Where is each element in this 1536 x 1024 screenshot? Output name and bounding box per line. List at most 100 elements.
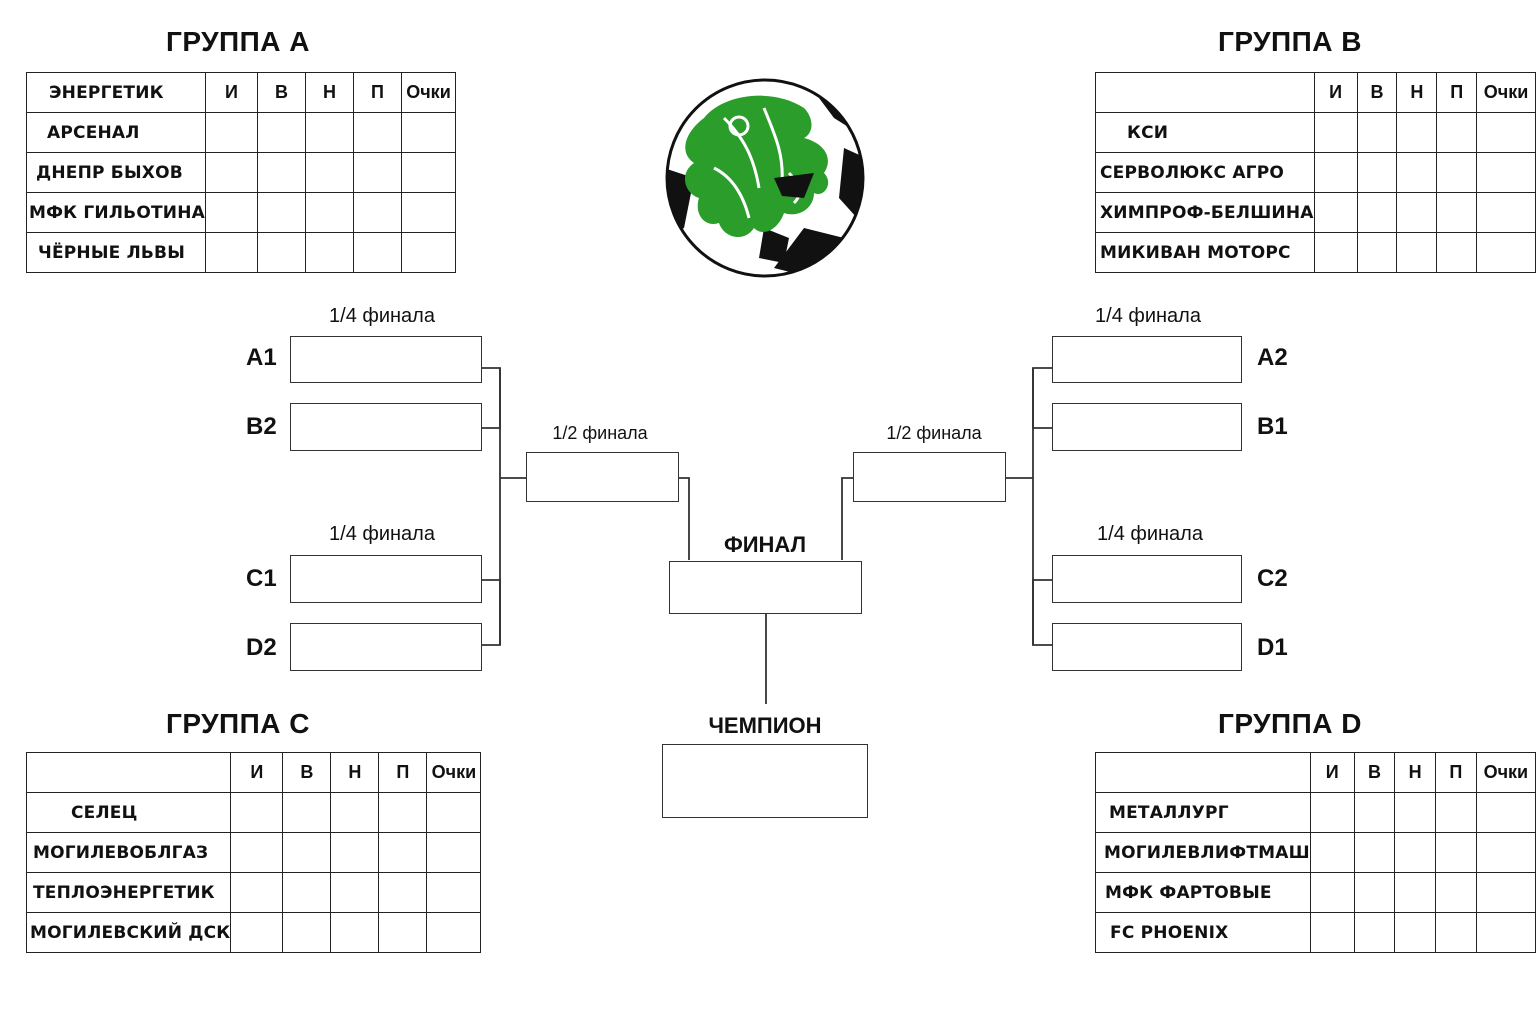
cell[interactable] — [1476, 192, 1536, 233]
cell[interactable] — [330, 792, 380, 833]
cell[interactable] — [1356, 152, 1398, 193]
match-slot-d2[interactable] — [290, 623, 482, 671]
cell[interactable] — [378, 832, 428, 873]
cell[interactable] — [1396, 152, 1438, 193]
cell[interactable] — [1396, 192, 1438, 233]
cell[interactable] — [257, 152, 306, 193]
cell[interactable] — [401, 152, 456, 193]
match-slot-a1[interactable] — [290, 336, 482, 383]
cell[interactable] — [1476, 152, 1536, 193]
cell[interactable] — [378, 912, 428, 953]
cell[interactable] — [1475, 912, 1536, 953]
cell[interactable] — [1394, 912, 1437, 953]
cell[interactable] — [1313, 232, 1358, 273]
cell[interactable] — [353, 232, 402, 273]
cell[interactable] — [1476, 112, 1536, 153]
match-slot-semi-right[interactable] — [853, 452, 1006, 502]
group-c-table: И В Н П Очки СЕЛЕЦ МОГИЛЕВОБЛГАЗ ТЕПЛОЭН… — [25, 752, 482, 953]
match-slot-semi-left[interactable] — [526, 452, 679, 502]
cell[interactable] — [205, 192, 258, 233]
cell[interactable] — [282, 832, 332, 873]
cell[interactable] — [230, 832, 284, 873]
cell[interactable] — [1309, 872, 1355, 913]
cell[interactable] — [1396, 232, 1438, 273]
cell[interactable] — [1313, 152, 1358, 193]
col-losses: П — [378, 752, 428, 793]
cell[interactable] — [257, 232, 306, 273]
cell[interactable] — [1309, 792, 1355, 833]
col-wins: В — [1353, 752, 1396, 793]
cell[interactable] — [1313, 112, 1358, 153]
cell[interactable] — [305, 232, 354, 273]
cell[interactable] — [1353, 832, 1396, 873]
cell[interactable] — [282, 912, 332, 953]
cell[interactable] — [401, 192, 456, 233]
cell[interactable] — [305, 112, 354, 153]
cell[interactable] — [205, 112, 258, 153]
cell[interactable] — [330, 872, 380, 913]
cell[interactable] — [1353, 872, 1396, 913]
cell[interactable] — [330, 832, 380, 873]
cell[interactable] — [1313, 192, 1358, 233]
match-slot-a2[interactable] — [1052, 336, 1242, 383]
cell[interactable] — [257, 192, 306, 233]
cell[interactable] — [1396, 112, 1438, 153]
cell[interactable] — [1435, 792, 1477, 833]
cell[interactable] — [1435, 832, 1477, 873]
cell[interactable] — [353, 152, 402, 193]
cell[interactable] — [282, 872, 332, 913]
cell[interactable] — [426, 912, 482, 953]
cell[interactable] — [1309, 912, 1355, 953]
cell[interactable] — [305, 152, 354, 193]
cell[interactable] — [1435, 912, 1477, 953]
match-slot-c1[interactable] — [290, 555, 482, 603]
cell[interactable] — [1436, 232, 1478, 273]
match-slot-final[interactable] — [669, 561, 862, 614]
cell[interactable] — [230, 792, 284, 833]
cell[interactable] — [1394, 832, 1437, 873]
cell[interactable] — [1475, 832, 1536, 873]
cell[interactable] — [1353, 792, 1396, 833]
cell[interactable] — [1356, 112, 1398, 153]
cell[interactable] — [1353, 912, 1396, 953]
cell[interactable] — [230, 872, 284, 913]
cell[interactable] — [330, 912, 380, 953]
cell[interactable] — [205, 232, 258, 273]
table-row: МОГИЛЕВЛИФТМАШ — [1095, 832, 1536, 873]
cell[interactable] — [426, 832, 482, 873]
cell[interactable] — [353, 112, 402, 153]
cell[interactable] — [1394, 872, 1437, 913]
team-name: МОГИЛЕВЛИФТМАШ — [1095, 832, 1311, 873]
cell[interactable] — [1436, 152, 1478, 193]
cell[interactable] — [205, 152, 258, 193]
cell[interactable] — [401, 232, 456, 273]
match-slot-d1[interactable] — [1052, 623, 1242, 671]
cell[interactable] — [378, 872, 428, 913]
cell[interactable] — [1475, 872, 1536, 913]
cell[interactable] — [1436, 112, 1478, 153]
cell[interactable] — [305, 192, 354, 233]
cell[interactable] — [401, 112, 456, 153]
cell[interactable] — [1394, 792, 1437, 833]
cell[interactable] — [1356, 192, 1398, 233]
cell[interactable] — [353, 192, 402, 233]
cell[interactable] — [257, 112, 306, 153]
cell[interactable] — [1476, 232, 1536, 273]
match-slot-c2[interactable] — [1052, 555, 1242, 603]
cell[interactable] — [1475, 792, 1536, 833]
team-name: МОГИЛЕВСКИЙ ДСК — [25, 912, 232, 953]
cell[interactable] — [426, 872, 482, 913]
cell[interactable] — [1435, 872, 1477, 913]
cell[interactable] — [426, 792, 482, 833]
champion-slot[interactable] — [662, 744, 868, 818]
group-d-table: И В Н П Очки МЕТАЛЛУРГ МОГИЛЕВЛИФТМАШ МФ… — [1095, 752, 1536, 953]
match-slot-b1[interactable] — [1052, 403, 1242, 451]
cell[interactable] — [230, 912, 284, 953]
cell[interactable] — [1436, 192, 1478, 233]
cell[interactable] — [282, 792, 332, 833]
cell[interactable] — [1309, 832, 1355, 873]
cell[interactable] — [1356, 232, 1398, 273]
cell[interactable] — [378, 792, 428, 833]
match-slot-b2[interactable] — [290, 403, 482, 451]
